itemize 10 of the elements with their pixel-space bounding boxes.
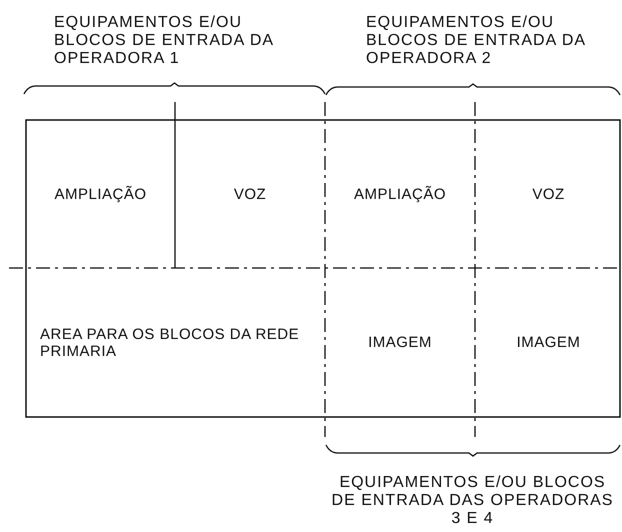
- bracket-caption: EQUIPAMENTOS E/OU BLOCOS DE ENTRADA DA OPERADORA 2: [366, 14, 586, 68]
- panel-section: IMAGEM: [325, 268, 475, 417]
- panel-section: VOZ: [175, 120, 325, 268]
- bracket-caption: EQUIPAMENTOS E/OU BLOCOS DE ENTRADA DAS OPERADORAS 3 E 4: [330, 474, 614, 528]
- bracket-caption: EQUIPAMENTOS E/OU BLOCOS DE ENTRADA DA OPERADORA 1: [54, 14, 274, 68]
- panel-section: AMPLIAÇÃO: [26, 120, 175, 268]
- panel-section: AMPLIAÇÃO: [325, 120, 475, 268]
- panel-section: AREA PARA OS BLOCOS DA REDE PRIMARIA: [26, 268, 325, 417]
- panel-section: IMAGEM: [475, 268, 622, 417]
- panel-section: VOZ: [475, 120, 622, 268]
